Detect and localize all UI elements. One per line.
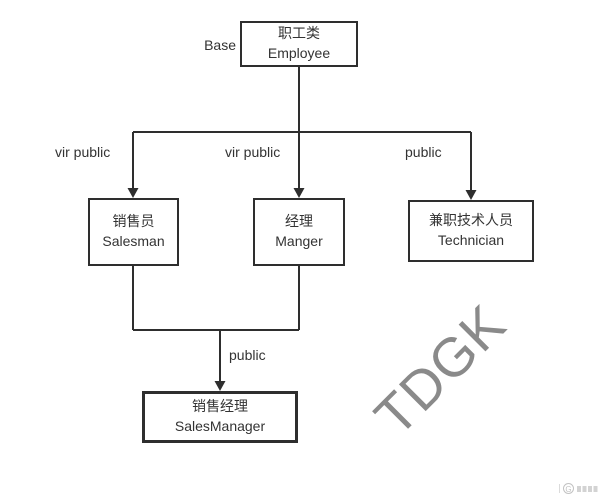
node-employee-en: Employee <box>267 45 331 61</box>
label-vir-public-mid: vir public <box>225 144 281 160</box>
node-technician: 兼职技术人员 Technician <box>408 200 534 262</box>
node-salesman-en: Salesman <box>102 233 165 249</box>
edge-salesman-manger-to-salesmanager <box>132 266 300 382</box>
badge-divider <box>559 484 560 493</box>
node-manger-cn: 经理 <box>285 213 313 230</box>
node-employee-cn: 职工类 <box>278 25 320 42</box>
node-salesmanager-cn: 销售经理 <box>192 398 248 415</box>
watermark-badge: G <box>559 483 599 494</box>
node-employee: 职工类 Employee <box>240 21 358 67</box>
node-salesman: 销售员 Salesman <box>88 198 179 266</box>
label-public-right: public <box>405 144 442 160</box>
edge-employee-to-children <box>132 67 472 191</box>
node-technician-cn: 兼职技术人员 <box>429 212 513 229</box>
watermark-text: TDGK <box>362 292 518 448</box>
label-public-bottom: public <box>229 347 266 363</box>
node-technician-en: Technician <box>437 232 505 248</box>
node-manger-en: Manger <box>275 233 323 249</box>
label-vir-public-left: vir public <box>55 144 111 160</box>
label-base: Base <box>204 37 236 53</box>
circle-g-icon: G <box>563 483 574 494</box>
node-salesmanager: 销售经理 SalesManager <box>142 391 298 443</box>
badge-text-illegible <box>577 485 599 492</box>
arrowhead-down-icon <box>214 381 226 391</box>
node-manger: 经理 Manger <box>253 198 345 266</box>
node-salesmanager-en: SalesManager <box>174 418 266 434</box>
node-salesman-cn: 销售员 <box>112 213 155 230</box>
